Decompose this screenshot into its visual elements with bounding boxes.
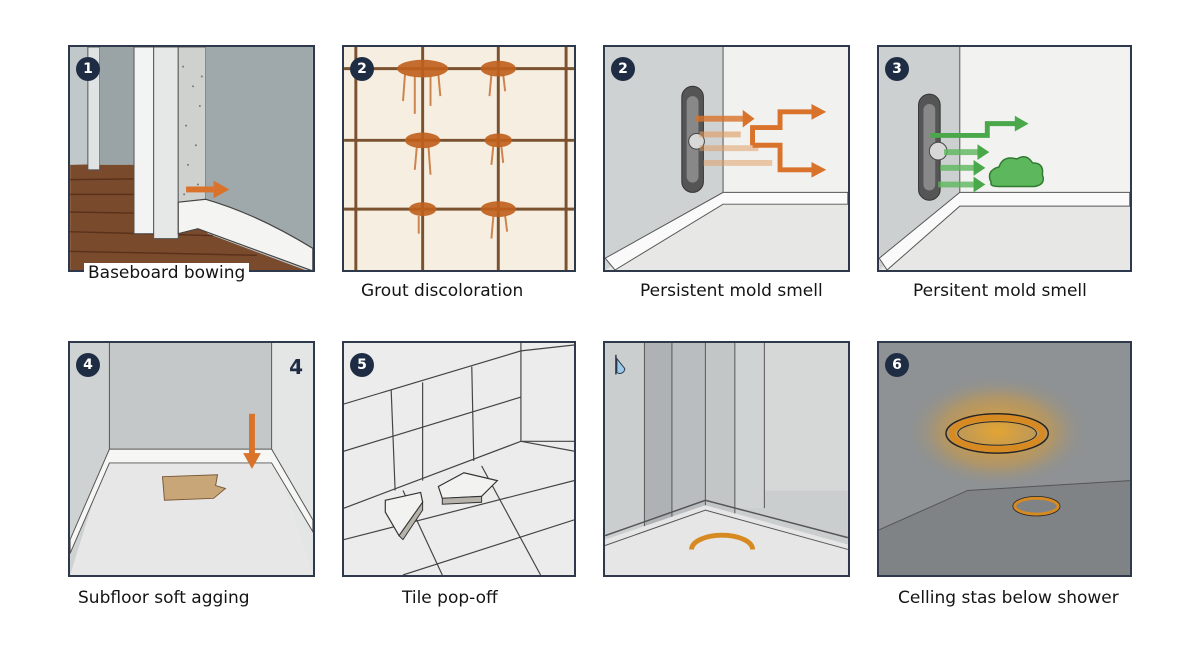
panel-tile-pop-off: 5	[342, 341, 576, 577]
caption-subfloor-soft: Subfloor soft agging	[78, 588, 250, 608]
airflow-arrows-icon	[930, 115, 1029, 193]
mold-smell-illustration	[605, 47, 848, 270]
panel-ceiling-stains: 6	[877, 341, 1132, 577]
caption-baseboard-bowing: Baseboard bowing	[84, 263, 250, 283]
ceiling-stain-ring	[945, 413, 1049, 454]
grout-illustration	[344, 47, 574, 270]
step-number-right: 4	[289, 355, 303, 379]
tile-pop-illustration	[344, 343, 574, 575]
step-badge: 5	[350, 353, 374, 377]
step-badge: 4	[76, 353, 100, 377]
baseboard-illustration	[70, 47, 313, 270]
step-badge: 2	[350, 57, 374, 81]
popped-tile-left	[384, 491, 424, 541]
panel-persitent-mold-smell: 3	[877, 45, 1132, 272]
popped-tile-right	[437, 472, 499, 505]
subfloor-illustration	[70, 343, 313, 575]
airflow-arrows-icon	[695, 103, 827, 178]
panel-grout-discoloration: 2	[342, 45, 576, 272]
corner-stain-illustration	[605, 343, 848, 575]
ceiling-stain-small	[1012, 495, 1061, 517]
grout-stains	[397, 59, 516, 217]
caption-persistent-mold-smell: Persistent mold smell	[640, 281, 823, 301]
step-badge: 3	[885, 57, 909, 81]
panel-persistent-mold-smell: 2	[603, 45, 850, 272]
ceiling-stain-illustration	[879, 343, 1130, 575]
arrow-right-icon	[186, 180, 230, 199]
caption-grout-discoloration: Grout discoloration	[361, 281, 524, 301]
water-stain-ring	[689, 532, 756, 550]
mold-cloud-icon	[988, 156, 1045, 188]
caption-ceiling-stains: Celling stas below shower	[898, 588, 1119, 608]
water-drop-icon	[615, 354, 626, 375]
step-badge: 2	[611, 57, 635, 81]
panel-subfloor-soft: 4 4	[68, 341, 315, 577]
step-badge: 1	[76, 57, 100, 81]
step-badge: 6	[885, 353, 909, 377]
panel-corner-water-stain	[603, 341, 850, 577]
caption-persitent-mold-smell: Persitent mold smell	[913, 281, 1087, 301]
panel-baseboard-bowing: 1	[68, 45, 315, 272]
arrow-down-icon	[243, 413, 261, 469]
mold-smell-green-illustration	[879, 47, 1130, 270]
caption-tile-pop-off: Tile pop-off	[402, 588, 498, 608]
